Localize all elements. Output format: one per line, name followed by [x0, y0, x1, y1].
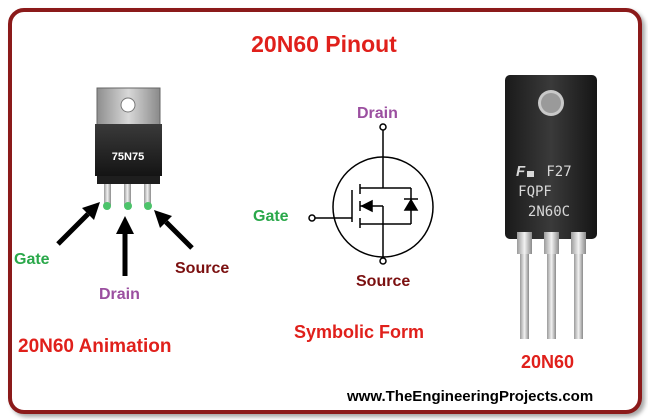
symbol-label-drain: Drain [357, 105, 398, 122]
right-package-mount-hole-inner [541, 93, 561, 113]
source-arrow [154, 210, 194, 250]
left-arrows [56, 202, 194, 276]
source-terminal [379, 257, 387, 265]
chip-marking-left: 75N75 [112, 151, 144, 163]
right-pin-drain-collar [544, 232, 559, 254]
right-pin-gate-collar [517, 232, 532, 254]
caption-part-number: 20N60 [521, 352, 575, 372]
left-package-body [95, 124, 162, 176]
left-pin-gate-dot [103, 202, 111, 210]
page-title: 20N60 Pinout [251, 31, 397, 57]
right-pin-gate [520, 239, 529, 339]
caption-symbolic-form: Symbolic Form [294, 322, 425, 342]
chip-marking-right-3: 2N60C [528, 204, 570, 220]
left-package-illustration [95, 87, 162, 210]
left-label-source: Source [175, 260, 230, 277]
gate-terminal [308, 214, 316, 222]
left-pin-gate [104, 184, 111, 206]
left-label-drain: Drain [99, 286, 140, 303]
chip-marking-right-2: FQPF [518, 184, 552, 200]
right-pin-source-collar [571, 232, 586, 254]
left-pin-source [144, 184, 151, 206]
left-pin-drain-dot [124, 202, 132, 210]
mosfet-symbol [308, 123, 434, 265]
body-diode-triangle [403, 198, 419, 211]
footer-website: www.TheEngineeringProjects.com [347, 388, 594, 405]
left-pin-source-dot [144, 202, 152, 210]
symbol-label-gate: Gate [253, 208, 289, 225]
channel-arrow [360, 199, 373, 213]
caption-animation: 20N60 Animation [18, 336, 172, 357]
symbol-label-source: Source [356, 273, 411, 290]
right-package-illustration: F [505, 75, 597, 339]
left-pin-drain [124, 184, 131, 206]
left-package-mount-hole [120, 97, 136, 113]
fairchild-logo: F [516, 163, 534, 180]
drain-arrow [116, 216, 134, 276]
chip-marking-right-1: F27 [546, 164, 571, 180]
right-pin-source [574, 239, 583, 339]
fairchild-logo-text: F [516, 163, 526, 180]
drain-terminal [379, 123, 387, 131]
left-package-base [97, 176, 160, 184]
right-package-body [505, 75, 597, 239]
left-label-gate: Gate [14, 251, 50, 268]
right-pin-drain [547, 239, 556, 339]
gate-arrow [56, 202, 100, 246]
